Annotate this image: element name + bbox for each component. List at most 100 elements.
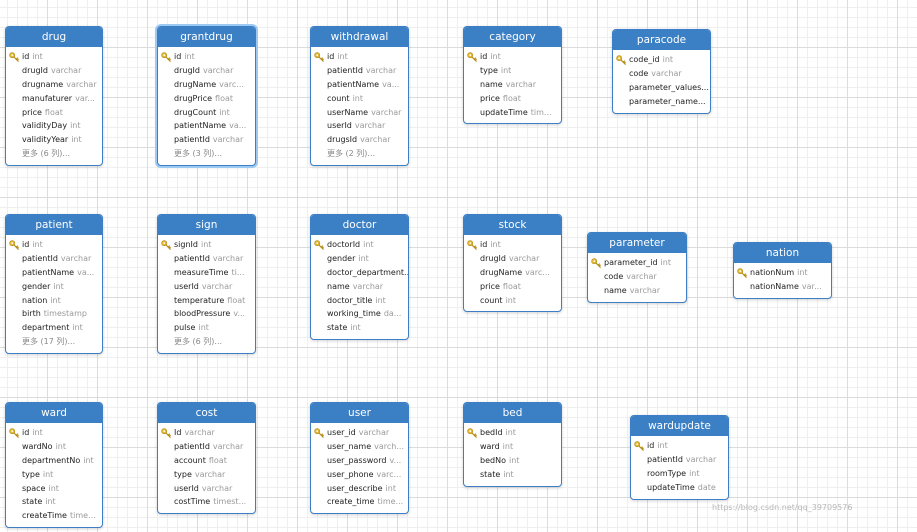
more-columns-link[interactable]: 更多 (6 列)...	[6, 147, 102, 161]
more-columns-link[interactable]: 更多 (2 列)...	[311, 147, 408, 161]
table-header[interactable]: paracode	[613, 30, 710, 50]
table-header[interactable]: category	[464, 27, 561, 47]
table-header[interactable]: bed	[464, 403, 561, 423]
table-header[interactable]: wardupdate	[631, 416, 728, 436]
table-header[interactable]: parameter	[588, 233, 686, 253]
more-columns-link[interactable]: 更多 (6 列)...	[158, 335, 255, 349]
table-header[interactable]: sign	[158, 215, 255, 235]
table-header[interactable]: user	[311, 403, 408, 423]
table-header[interactable]: ward	[6, 403, 102, 423]
table-header[interactable]: drug	[6, 27, 102, 47]
table-header[interactable]: nation	[734, 243, 831, 263]
table-header[interactable]: doctor	[311, 215, 408, 235]
table-header[interactable]: stock	[464, 215, 561, 235]
table-header[interactable]: withdrawal	[311, 27, 408, 47]
table-header[interactable]: cost	[158, 403, 255, 423]
more-columns-link[interactable]: 更多 (17 列)...	[6, 335, 102, 349]
table-header[interactable]: grantdrug	[158, 27, 255, 47]
field-row[interactable]: doctor_department...	[311, 266, 408, 280]
more-columns-link[interactable]: 更多 (3 列)...	[158, 147, 255, 161]
field-row[interactable]: parameter_values...	[613, 81, 710, 95]
field-row[interactable]: parameter_name...	[613, 95, 710, 109]
